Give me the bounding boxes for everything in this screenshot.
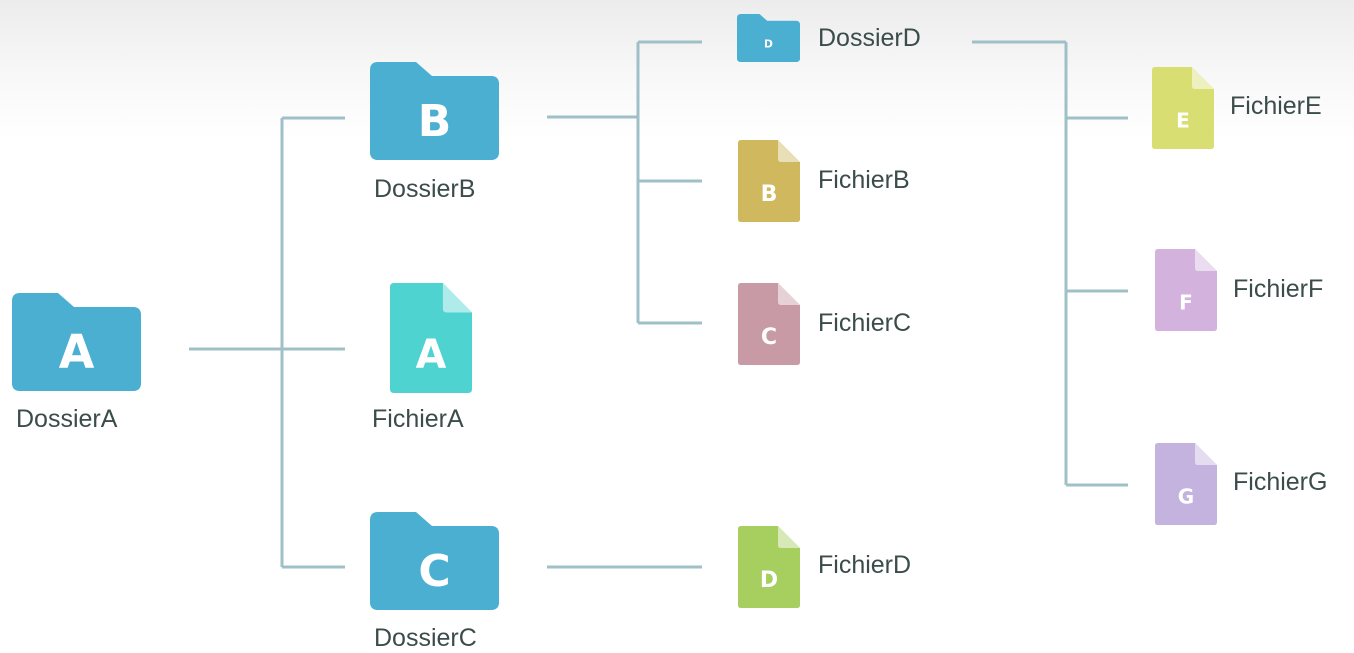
- file-icon[interactable]: G: [1155, 443, 1217, 525]
- node-label: DossierD: [818, 24, 921, 52]
- file-icon[interactable]: D: [738, 526, 800, 608]
- icon-letter: D: [760, 568, 778, 593]
- icon-letter: G: [1178, 485, 1194, 509]
- node-label: FichierB: [818, 166, 910, 194]
- folder-icon[interactable]: C: [370, 512, 499, 610]
- icon-letter: C: [761, 325, 777, 350]
- node-label: DossierA: [16, 405, 118, 433]
- file-icon[interactable]: B: [738, 140, 800, 222]
- file-icon[interactable]: F: [1155, 249, 1217, 331]
- file-icon[interactable]: E: [1152, 67, 1214, 149]
- folder-icon[interactable]: A: [12, 293, 141, 391]
- icon-letter: B: [418, 96, 452, 147]
- node-label: FichierA: [372, 405, 464, 433]
- node-label: FichierF: [1233, 275, 1324, 303]
- node-label: DossierB: [374, 175, 476, 203]
- icon-letter: C: [418, 546, 450, 597]
- icon-letter: B: [761, 182, 778, 207]
- icon-letter: D: [764, 37, 773, 50]
- folder-icon[interactable]: D: [737, 14, 800, 62]
- folder-icon[interactable]: B: [370, 62, 499, 160]
- node-label: FichierD: [818, 551, 912, 579]
- node-label: FichierE: [1230, 92, 1322, 120]
- icon-letter: A: [59, 325, 95, 379]
- node-label: DossierC: [374, 624, 477, 652]
- node-label: FichierC: [818, 309, 912, 337]
- node-label: FichierG: [1233, 468, 1328, 496]
- icon-letter: F: [1179, 291, 1193, 315]
- file-icon[interactable]: C: [738, 283, 800, 365]
- file-icon[interactable]: A: [390, 283, 472, 393]
- icon-letter: A: [416, 332, 447, 378]
- icon-letter: E: [1176, 109, 1190, 133]
